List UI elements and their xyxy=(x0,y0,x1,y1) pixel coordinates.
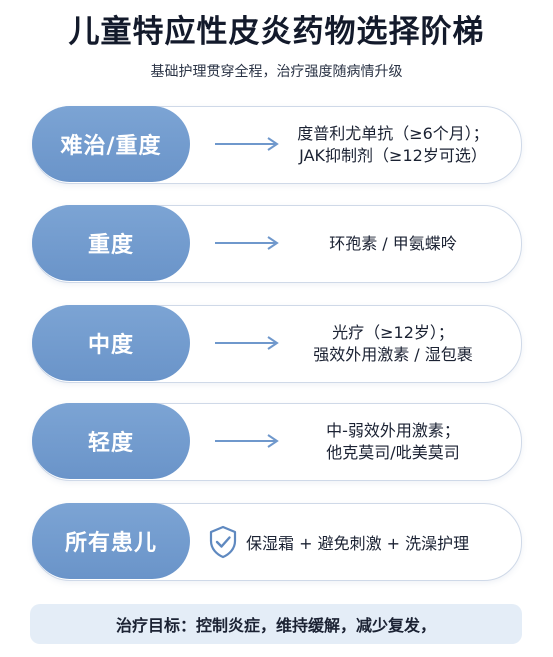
treatment-line: JAK抑制剂（≥12岁可选） xyxy=(299,146,487,165)
treatment-goal-banner: 治疗目标：控制炎症，维持缓解，减少复发， xyxy=(30,604,522,644)
treatment-text: 环孢素 / 甲氨蝶呤 xyxy=(285,206,501,282)
treatment-line: 他克莫司/吡美莫司 xyxy=(326,443,460,462)
page-subtitle: 基础护理贯穿全程，治疗强度随病情升级 xyxy=(150,64,403,80)
arrow-right-icon xyxy=(215,434,279,448)
ladder-row-refractory: 难治/重度 度普利尤单抗（≥6个月）； JAK抑制剂（≥12岁可选） xyxy=(32,106,522,184)
basic-care-label: 保湿霜 + 避免刺激 + 洗澡护理 xyxy=(246,534,470,553)
ladder-row-mild: 轻度 中-弱效外用激素； 他克莫司/吡美莫司 xyxy=(32,403,522,481)
ladder-row-severe: 重度 环孢素 / 甲氨蝶呤 xyxy=(32,205,522,283)
page-title: 儿童特应性皮炎药物选择阶梯 xyxy=(68,14,485,50)
ladder-row-all-patients: 所有患儿 保湿霜 + 避免刺激 + 洗澡护理 xyxy=(32,503,522,581)
level-pill: 难治/重度 xyxy=(32,106,190,182)
arrow-right-icon xyxy=(215,236,279,250)
ladder-row-moderate: 中度 光疗（≥12岁）； 强效外用激素 / 湿包裹 xyxy=(32,305,522,383)
arrow-right-icon xyxy=(215,137,279,151)
treatment-text: 光疗（≥12岁）； 强效外用激素 / 湿包裹 xyxy=(285,306,501,382)
level-pill: 所有患儿 xyxy=(32,503,190,579)
basic-care-text: 保湿霜 + 避免刺激 + 洗澡护理 xyxy=(208,504,507,580)
treatment-line: 中-弱效外用激素； xyxy=(326,421,460,440)
treatment-line: 环孢素 / 甲氨蝶呤 xyxy=(329,234,457,253)
treatment-text: 中-弱效外用激素； 他克莫司/吡美莫司 xyxy=(285,404,501,480)
treatment-goal-text: 治疗目标：控制炎症，维持缓解，减少复发， xyxy=(115,616,436,635)
shield-check-icon xyxy=(209,525,237,559)
treatment-line: 光疗（≥12岁）； xyxy=(332,323,454,342)
treatment-line: 强效外用激素 / 湿包裹 xyxy=(313,345,473,364)
arrow-right-icon xyxy=(215,336,279,350)
treatment-line: 度普利尤单抗（≥6个月）； xyxy=(297,124,489,143)
level-pill: 重度 xyxy=(32,205,190,281)
level-pill: 中度 xyxy=(32,305,190,381)
level-pill: 轻度 xyxy=(32,403,190,479)
treatment-text: 度普利尤单抗（≥6个月）； JAK抑制剂（≥12岁可选） xyxy=(285,107,501,183)
